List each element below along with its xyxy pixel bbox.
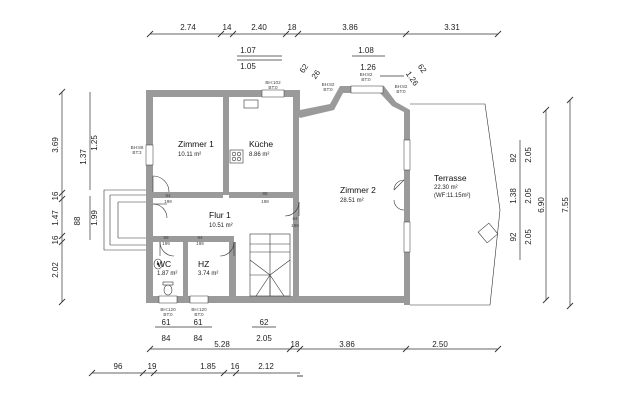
win-label: BH:88 xyxy=(131,145,144,150)
dim-left-5: 2.02 xyxy=(51,262,60,278)
dim-left-1: 3.69 xyxy=(51,137,60,153)
door-label: 86 xyxy=(262,191,268,196)
washbasin-icon xyxy=(153,258,163,270)
dim-top-5: 3.86 xyxy=(342,23,358,32)
dim-bottom-mid-4: 2.50 xyxy=(432,340,448,349)
toilet-icon xyxy=(162,281,174,296)
door-label: 84 xyxy=(292,216,298,221)
win-label: BH:120 xyxy=(191,307,207,312)
dim-top-sub-3: 1.08 xyxy=(358,46,374,55)
win-label: BT:0 xyxy=(396,89,406,94)
dim-top-6: 3.31 xyxy=(444,23,460,32)
win-label: BT:0 xyxy=(163,312,173,317)
door-label: 199 xyxy=(164,199,172,204)
dim-left-in-4: 1.99 xyxy=(90,210,99,226)
win-label: BH:82 xyxy=(395,84,408,89)
dim-right-1: 92 xyxy=(509,153,518,162)
dim-top-sub-2: 1.05 xyxy=(240,62,256,71)
dim-left-4: 16 xyxy=(51,235,60,244)
dim-bottom-in-1: 61 xyxy=(162,318,171,327)
dim-bottom-out-1: 96 xyxy=(114,362,123,371)
dim-bottom-in-3: 61 xyxy=(194,318,203,327)
dim-top-sub-5: 62 xyxy=(298,62,311,75)
dim-right-6: 2.05 xyxy=(524,229,533,245)
room-area-zimmer2: 28.51 m² xyxy=(340,198,364,204)
dim-top-4: 18 xyxy=(288,23,297,32)
dim-top-sub-7: 62 xyxy=(416,62,429,75)
dim-bottom-mid-1: 5.28 xyxy=(214,340,230,349)
kitchen-sink-icon xyxy=(243,99,259,109)
door-label: 59 xyxy=(163,235,169,240)
dim-top-sub-1: 1.07 xyxy=(240,46,256,55)
room-area-flur1: 10.51 m² xyxy=(209,223,233,229)
door-label: 199 xyxy=(162,241,170,246)
dimension-lines xyxy=(58,30,574,377)
room-name-zimmer1: Zimmer 1 xyxy=(178,139,214,149)
dim-bottom-mid-3: 3.86 xyxy=(339,340,355,349)
dim-left-in-2: 1.25 xyxy=(90,135,99,151)
room-name-kueche: Küche xyxy=(249,139,273,149)
dim-right-4: 2.05 xyxy=(524,188,533,204)
dim-bottom-in-4: 84 xyxy=(194,334,203,343)
win-label: BT:3 xyxy=(132,150,142,155)
room-name-zimmer2: Zimmer 2 xyxy=(340,185,376,195)
dim-bottom-out-5: 2.12 xyxy=(258,362,274,371)
door-label: 199 xyxy=(291,223,299,228)
dim-right-outer-1: 6.90 xyxy=(537,197,546,213)
dim-top-2: 14 xyxy=(223,23,232,32)
stove-icon xyxy=(229,149,244,164)
dim-bottom-out-3: 1.85 xyxy=(200,362,216,371)
room-note-terrasse: (WF:11.15m²) xyxy=(434,193,471,199)
room-name-flur1: Flur 1 xyxy=(209,210,231,220)
room-area-hz: 3.74 m² xyxy=(198,271,218,277)
win-label: BH:82 xyxy=(360,72,373,77)
terrace-outline xyxy=(410,103,501,306)
door-label: 84 xyxy=(197,235,203,240)
dim-bottom-out-2: 19 xyxy=(148,362,157,371)
room-area-wc: 1.87 m² xyxy=(157,271,177,277)
dim-left-3: 1.47 xyxy=(51,210,60,226)
dim-bottom-mid-2: 18 xyxy=(291,340,300,349)
dim-top-sub-6: 26 xyxy=(310,68,323,81)
dim-right-2: 2.05 xyxy=(524,147,533,163)
win-label: BT:0 xyxy=(268,85,278,90)
room-area-terrasse: 22.30 m² xyxy=(434,185,458,191)
room-name-hz: HZ xyxy=(198,259,209,269)
room-area-zimmer1: 10.11 m² xyxy=(178,152,201,158)
win-label: BH:102 xyxy=(265,80,281,85)
win-label: BT:0 xyxy=(361,77,371,82)
win-label: BH:120 xyxy=(160,307,176,312)
dim-left-in-3: 88 xyxy=(73,216,82,225)
door-label: 199 xyxy=(196,241,204,246)
dim-left-2: 16 xyxy=(51,191,60,200)
dim-top-sub-4: 1.26 xyxy=(360,63,376,72)
dim-bottom-in-6: 2.05 xyxy=(256,334,272,343)
dim-left-in-1: 1.37 xyxy=(79,149,88,165)
door-swings xyxy=(152,175,405,257)
door-label: 198 xyxy=(261,199,269,204)
win-label: BT:0 xyxy=(323,87,333,92)
door-label: 84 xyxy=(165,193,171,198)
win-label: BH:82 xyxy=(322,82,335,87)
dim-right-5: 92 xyxy=(509,232,518,241)
dim-bottom-in-2: 84 xyxy=(162,334,171,343)
entry-steps xyxy=(103,189,146,251)
room-name-wc: WC xyxy=(157,259,171,269)
staircase xyxy=(249,233,291,297)
dim-bottom-out-4: 16 xyxy=(231,362,240,371)
dim-right-3: 1.38 xyxy=(509,188,518,204)
room-area-kueche: 8.86 m² xyxy=(249,152,269,158)
dim-bottom-in-5: 62 xyxy=(260,318,269,327)
windows xyxy=(145,85,411,304)
walls xyxy=(146,86,410,305)
terrace-step xyxy=(477,222,499,244)
room-name-terrasse: Terrasse xyxy=(434,173,467,183)
win-label: BT:0 xyxy=(194,312,204,317)
dim-top-1: 2.74 xyxy=(180,23,196,32)
dim-top-3: 2.40 xyxy=(251,23,267,32)
dim-right-outer-2: 7.55 xyxy=(561,197,570,213)
